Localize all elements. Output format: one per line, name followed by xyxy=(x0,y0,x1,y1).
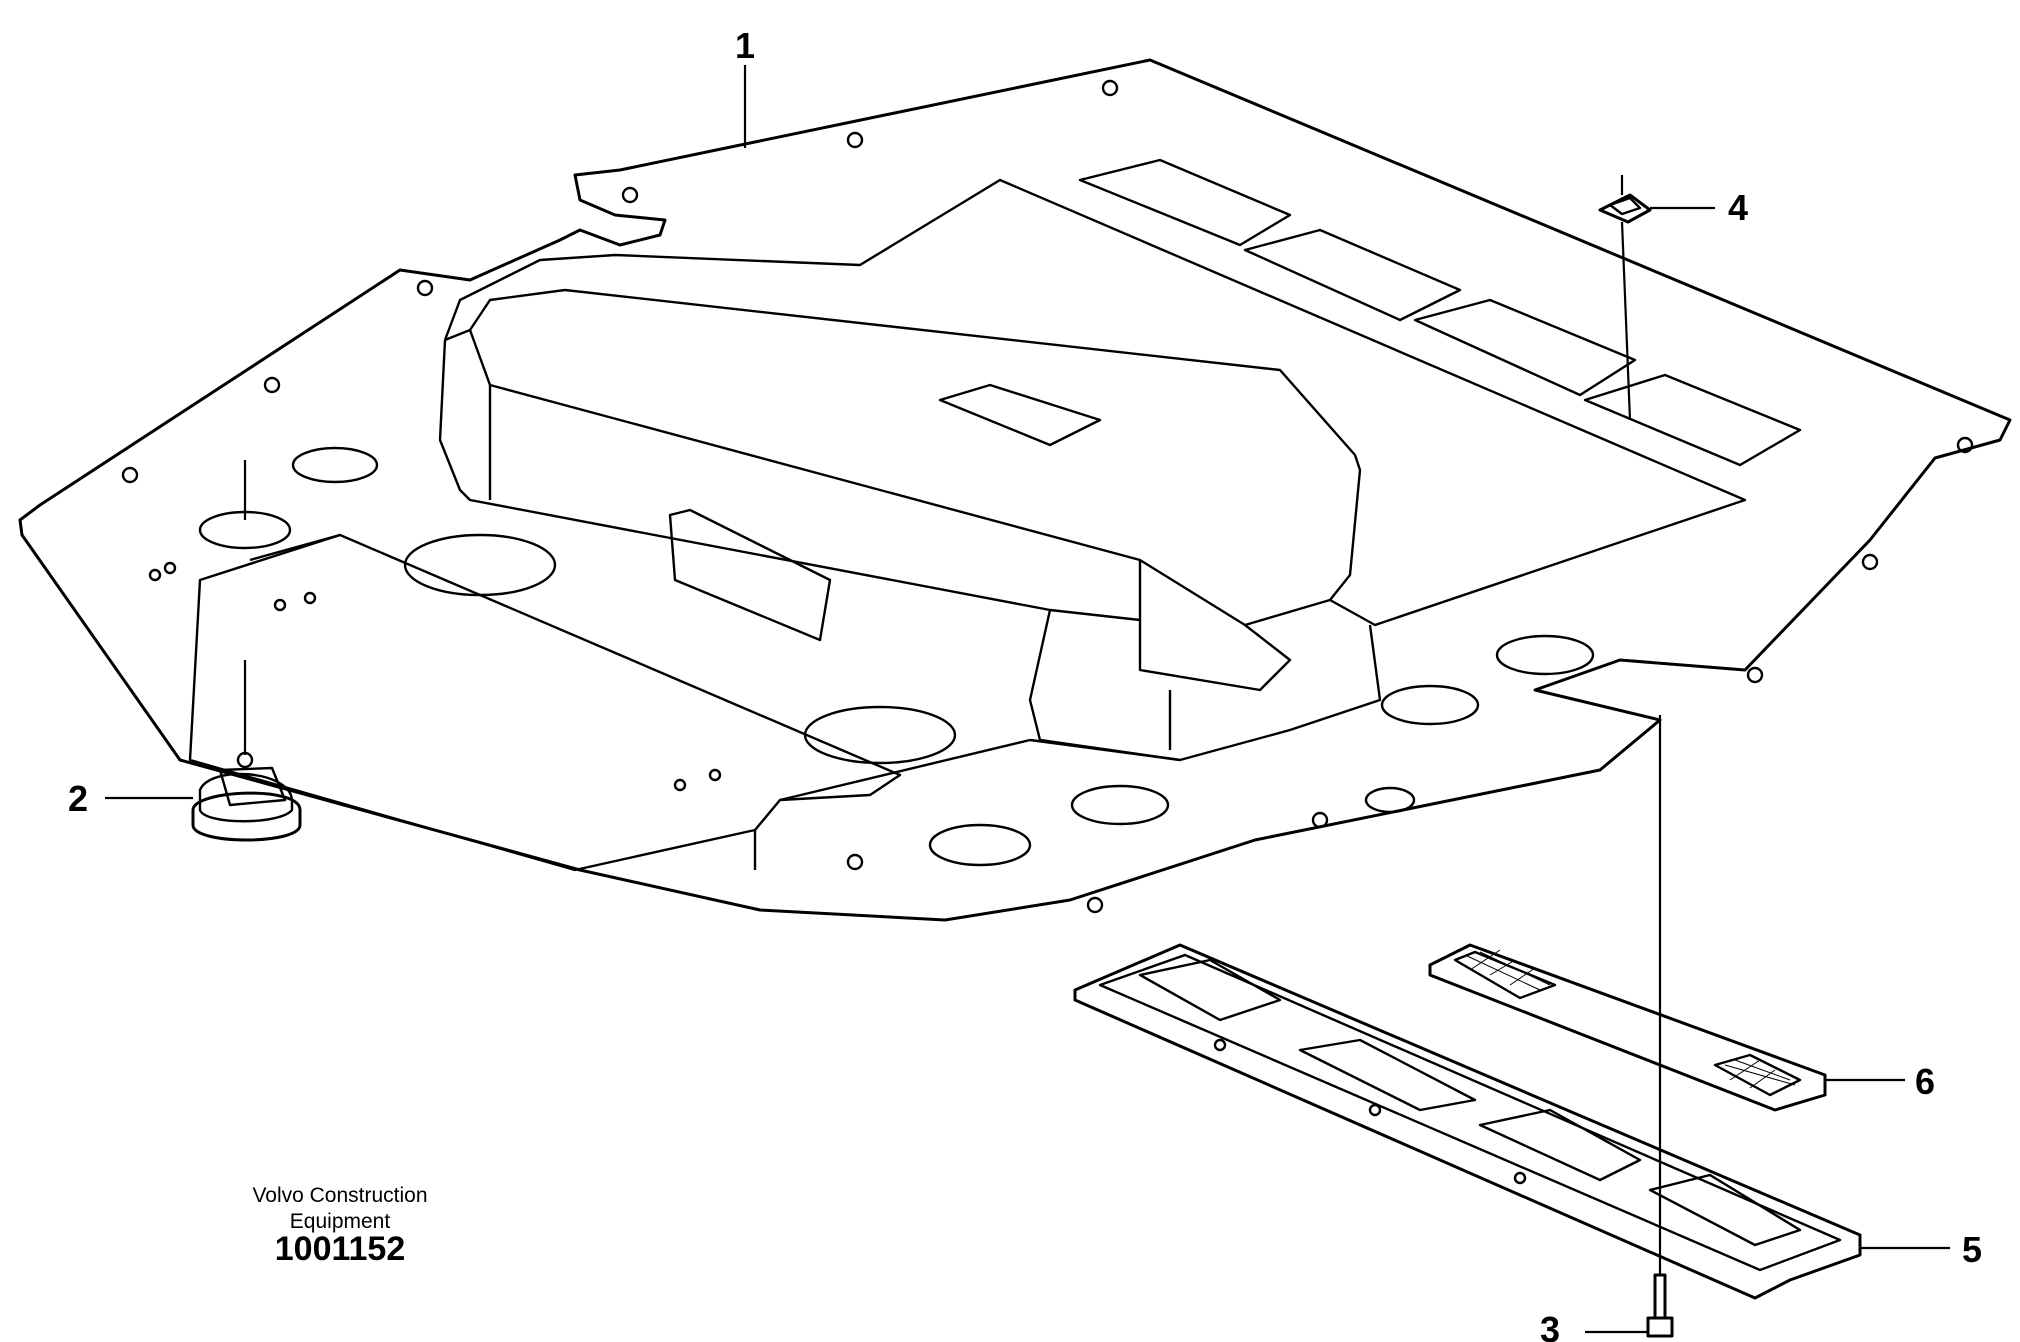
callout-3: 3 xyxy=(1540,1309,1560,1342)
screw-part xyxy=(1646,1273,1674,1338)
plug-part xyxy=(191,751,302,842)
callout-2: 2 xyxy=(68,778,88,819)
clip-nut-part xyxy=(1598,193,1652,224)
callout-5: 5 xyxy=(1962,1229,1982,1270)
callout-4: 4 xyxy=(1728,187,1748,228)
callout-6: 6 xyxy=(1915,1061,1935,1102)
leader-line-4c xyxy=(1620,221,1632,421)
filter-tray-part xyxy=(1073,943,1862,1300)
caption-block: Volvo Construction Equipment xyxy=(200,1183,480,1235)
main-cover-plate xyxy=(18,58,2012,922)
company-name-line1: Volvo Construction xyxy=(252,1184,428,1207)
drawing-number: 1001152 xyxy=(274,1230,406,1268)
mesh-filter-part xyxy=(1428,943,1827,1112)
callout-1: 1 xyxy=(735,25,755,66)
company-name-line2: Equipment xyxy=(289,1210,391,1233)
